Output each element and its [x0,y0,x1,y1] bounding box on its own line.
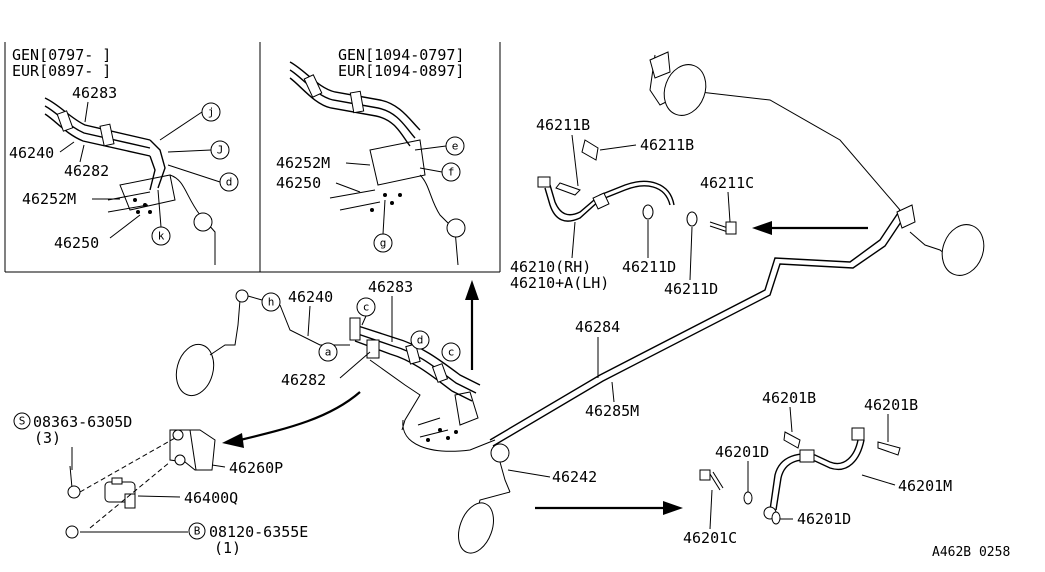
main-part-46242: 46242 [552,468,597,486]
rear-part-46201D-b: 46201D [797,510,851,528]
inset-right-ref-f: f [419,162,461,182]
inset-left-part-46240: 46240 [9,144,54,162]
valve-part: 46400Q [184,489,238,507]
inset-frame [4,42,501,273]
inset-left-pipes [44,97,216,265]
svg-text:a: a [325,346,332,359]
inset-left-ref-k: k [151,189,171,246]
inset-left-part-46250: 46250 [54,234,99,252]
svg-text:d: d [226,176,233,189]
front-part-46211D-a: 46211D [622,258,676,276]
svg-text:J: J [217,144,224,157]
inset-left-part-46282: 46282 [64,162,109,180]
inset-left-ref-d: d [167,164,239,192]
inset-left-part-46283: 46283 [72,84,117,102]
svg-text:g: g [380,237,387,250]
inset-left-range-eur: EUR[0897- ] [12,62,111,80]
bolt-46211C [709,221,737,235]
inset-left-part-46252M: 46252M [22,190,76,208]
main-part-46282: 46282 [281,371,326,389]
main-part-46284: 46284 [575,318,620,336]
main-ref-c-b: c [441,342,461,362]
bolt-46201C [699,469,724,491]
front-part-46210-lh: 46210+A(LH) [510,274,609,292]
rear-part-46201C: 46201C [683,529,737,547]
screw-quantity: (3) [34,429,61,447]
rear-hose-detail [699,427,901,525]
svg-text:f: f [448,166,455,179]
inset-right: GEN[1094-0797] EUR[1094-0897] 46252M 462… [276,46,466,266]
bracket-part: 46260P [229,459,283,477]
front-part-46211D-b: 46211D [664,280,718,298]
main-part-46285M: 46285M [585,402,639,420]
inset-right-ref-e: e [414,136,465,156]
arrow-to-rear-hose [535,501,683,515]
main-junction [349,317,511,554]
svg-text:h: h [268,296,275,309]
svg-text:d: d [417,334,424,347]
front-part-46211C: 46211C [700,174,754,192]
main-ref-a: a [318,342,338,362]
inset-right-range-eur: EUR[1094-0897] [338,62,464,80]
diagram-code: A462B 0258 [932,545,1010,560]
rear-part-46201B-b: 46201B [864,396,918,414]
svg-text:k: k [158,230,165,243]
rear-part-46201B-a: 46201B [762,389,816,407]
main-left-caliper [175,289,350,397]
rear-part-46201M: 46201M [898,477,952,495]
main-ref-d: d [410,330,430,350]
arrow-to-front-hose [752,221,868,235]
inset-right-range-gen: GEN[1094-0797] [338,46,464,64]
main-part-46240: 46240 [288,288,333,306]
front-hose-detail: 46211B 46211B 46211C 46210(RH) 46210+A(L… [510,116,754,298]
bolt-quantity: (1) [214,539,241,557]
svg-text:B: B [194,525,201,538]
inset-left-ref-J: J [167,140,230,160]
main-part-46283: 46283 [368,278,413,296]
svg-text:e: e [452,140,459,153]
rear-part-46201D-a: 46201D [715,443,769,461]
bolt-part-number: 08120-6355E [209,523,308,541]
main-ref-h: h [261,292,281,312]
main-pipe [489,51,985,447]
inset-left-ref-j: j [159,102,221,141]
inset-right-part-46250: 46250 [276,174,321,192]
svg-text:j: j [208,106,215,119]
arrow-to-valve [222,391,361,448]
main-ref-c-a: c [356,297,376,326]
front-part-46211B-b: 46211B [640,136,694,154]
svg-text:c: c [363,301,370,314]
inset-left: GEN[0797- ] EUR[0897- ] 46283 46240 [9,46,239,265]
screw-part-number: 08363-6305D [33,413,132,431]
arrow-up-to-inset [465,280,479,370]
screw-marker: S [13,412,31,430]
svg-text:S: S [19,415,26,428]
inset-right-pipes [289,61,466,266]
inset-left-range-gen: GEN[0797- ] [12,46,111,64]
bolt-marker: B [188,522,206,540]
front-part-46210-rh: 46210(RH) [510,258,591,276]
inset-right-part-46252M: 46252M [276,154,330,172]
front-part-46211B-a: 46211B [536,116,590,134]
svg-text:c: c [448,346,455,359]
valve-assembly [65,429,216,539]
inset-right-ref-g: g [373,199,393,253]
